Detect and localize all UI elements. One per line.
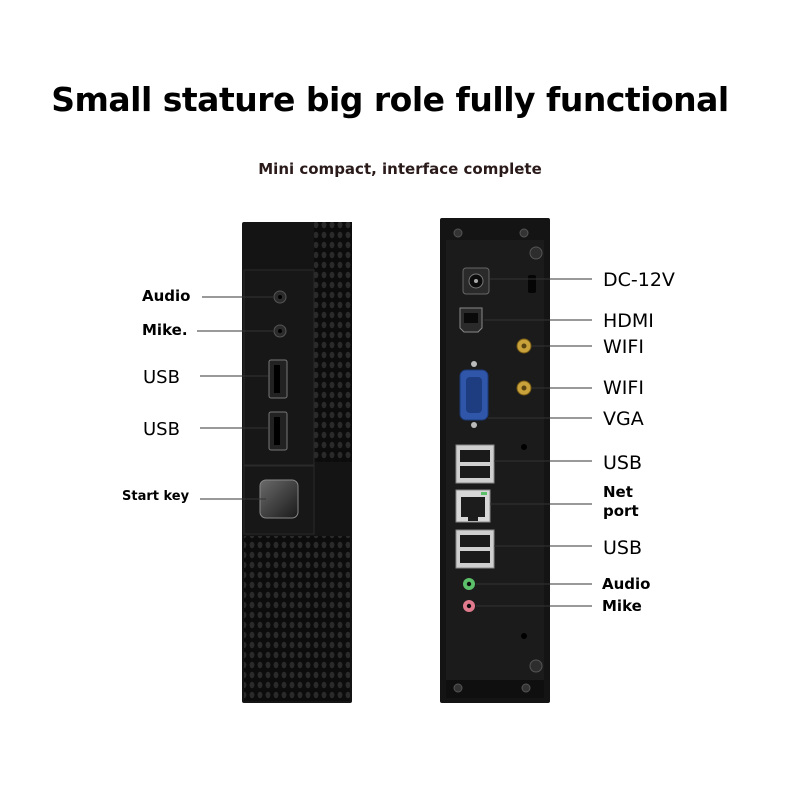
front-label-usb-1: USB — [143, 367, 180, 388]
front-side-vent — [314, 222, 352, 462]
rear-unit: DC-12V HDMI WIFI WIFI VGA USB Net port U… — [440, 218, 675, 703]
lock-slot-icon — [528, 275, 536, 293]
rear-label-dc: DC-12V — [603, 269, 675, 291]
front-label-start-key: Start key — [122, 489, 190, 504]
front-label-mike: Mike. — [142, 321, 188, 339]
screw-icon — [529, 246, 543, 260]
rear-label-usb-2: USB — [603, 537, 642, 559]
subheadline: Mini compact, interface complete — [258, 160, 542, 178]
rear-label-net-line2: port — [603, 502, 639, 520]
rear-label-usb-1: USB — [603, 452, 642, 474]
rear-label-hdmi: HDMI — [603, 310, 654, 332]
screw-icon — [453, 683, 463, 693]
rear-label-wifi-2: WIFI — [603, 377, 644, 399]
screw-icon — [453, 228, 463, 238]
headline: Small stature big role fully functional — [51, 80, 729, 119]
rear-label-audio: Audio — [602, 575, 650, 593]
rear-label-net-line1: Net — [603, 483, 633, 501]
front-unit: Audio Mike. USB USB Start key — [122, 222, 352, 703]
front-label-audio: Audio — [142, 287, 190, 305]
rear-label-vga: VGA — [603, 408, 644, 430]
rear-label-mike: Mike — [602, 597, 642, 615]
screw-icon — [521, 683, 531, 693]
screw-icon — [519, 228, 529, 238]
front-label-usb-2: USB — [143, 419, 180, 440]
front-bottom-vent — [244, 536, 350, 701]
rear-label-wifi-1: WIFI — [603, 336, 644, 358]
screw-icon — [529, 659, 543, 673]
